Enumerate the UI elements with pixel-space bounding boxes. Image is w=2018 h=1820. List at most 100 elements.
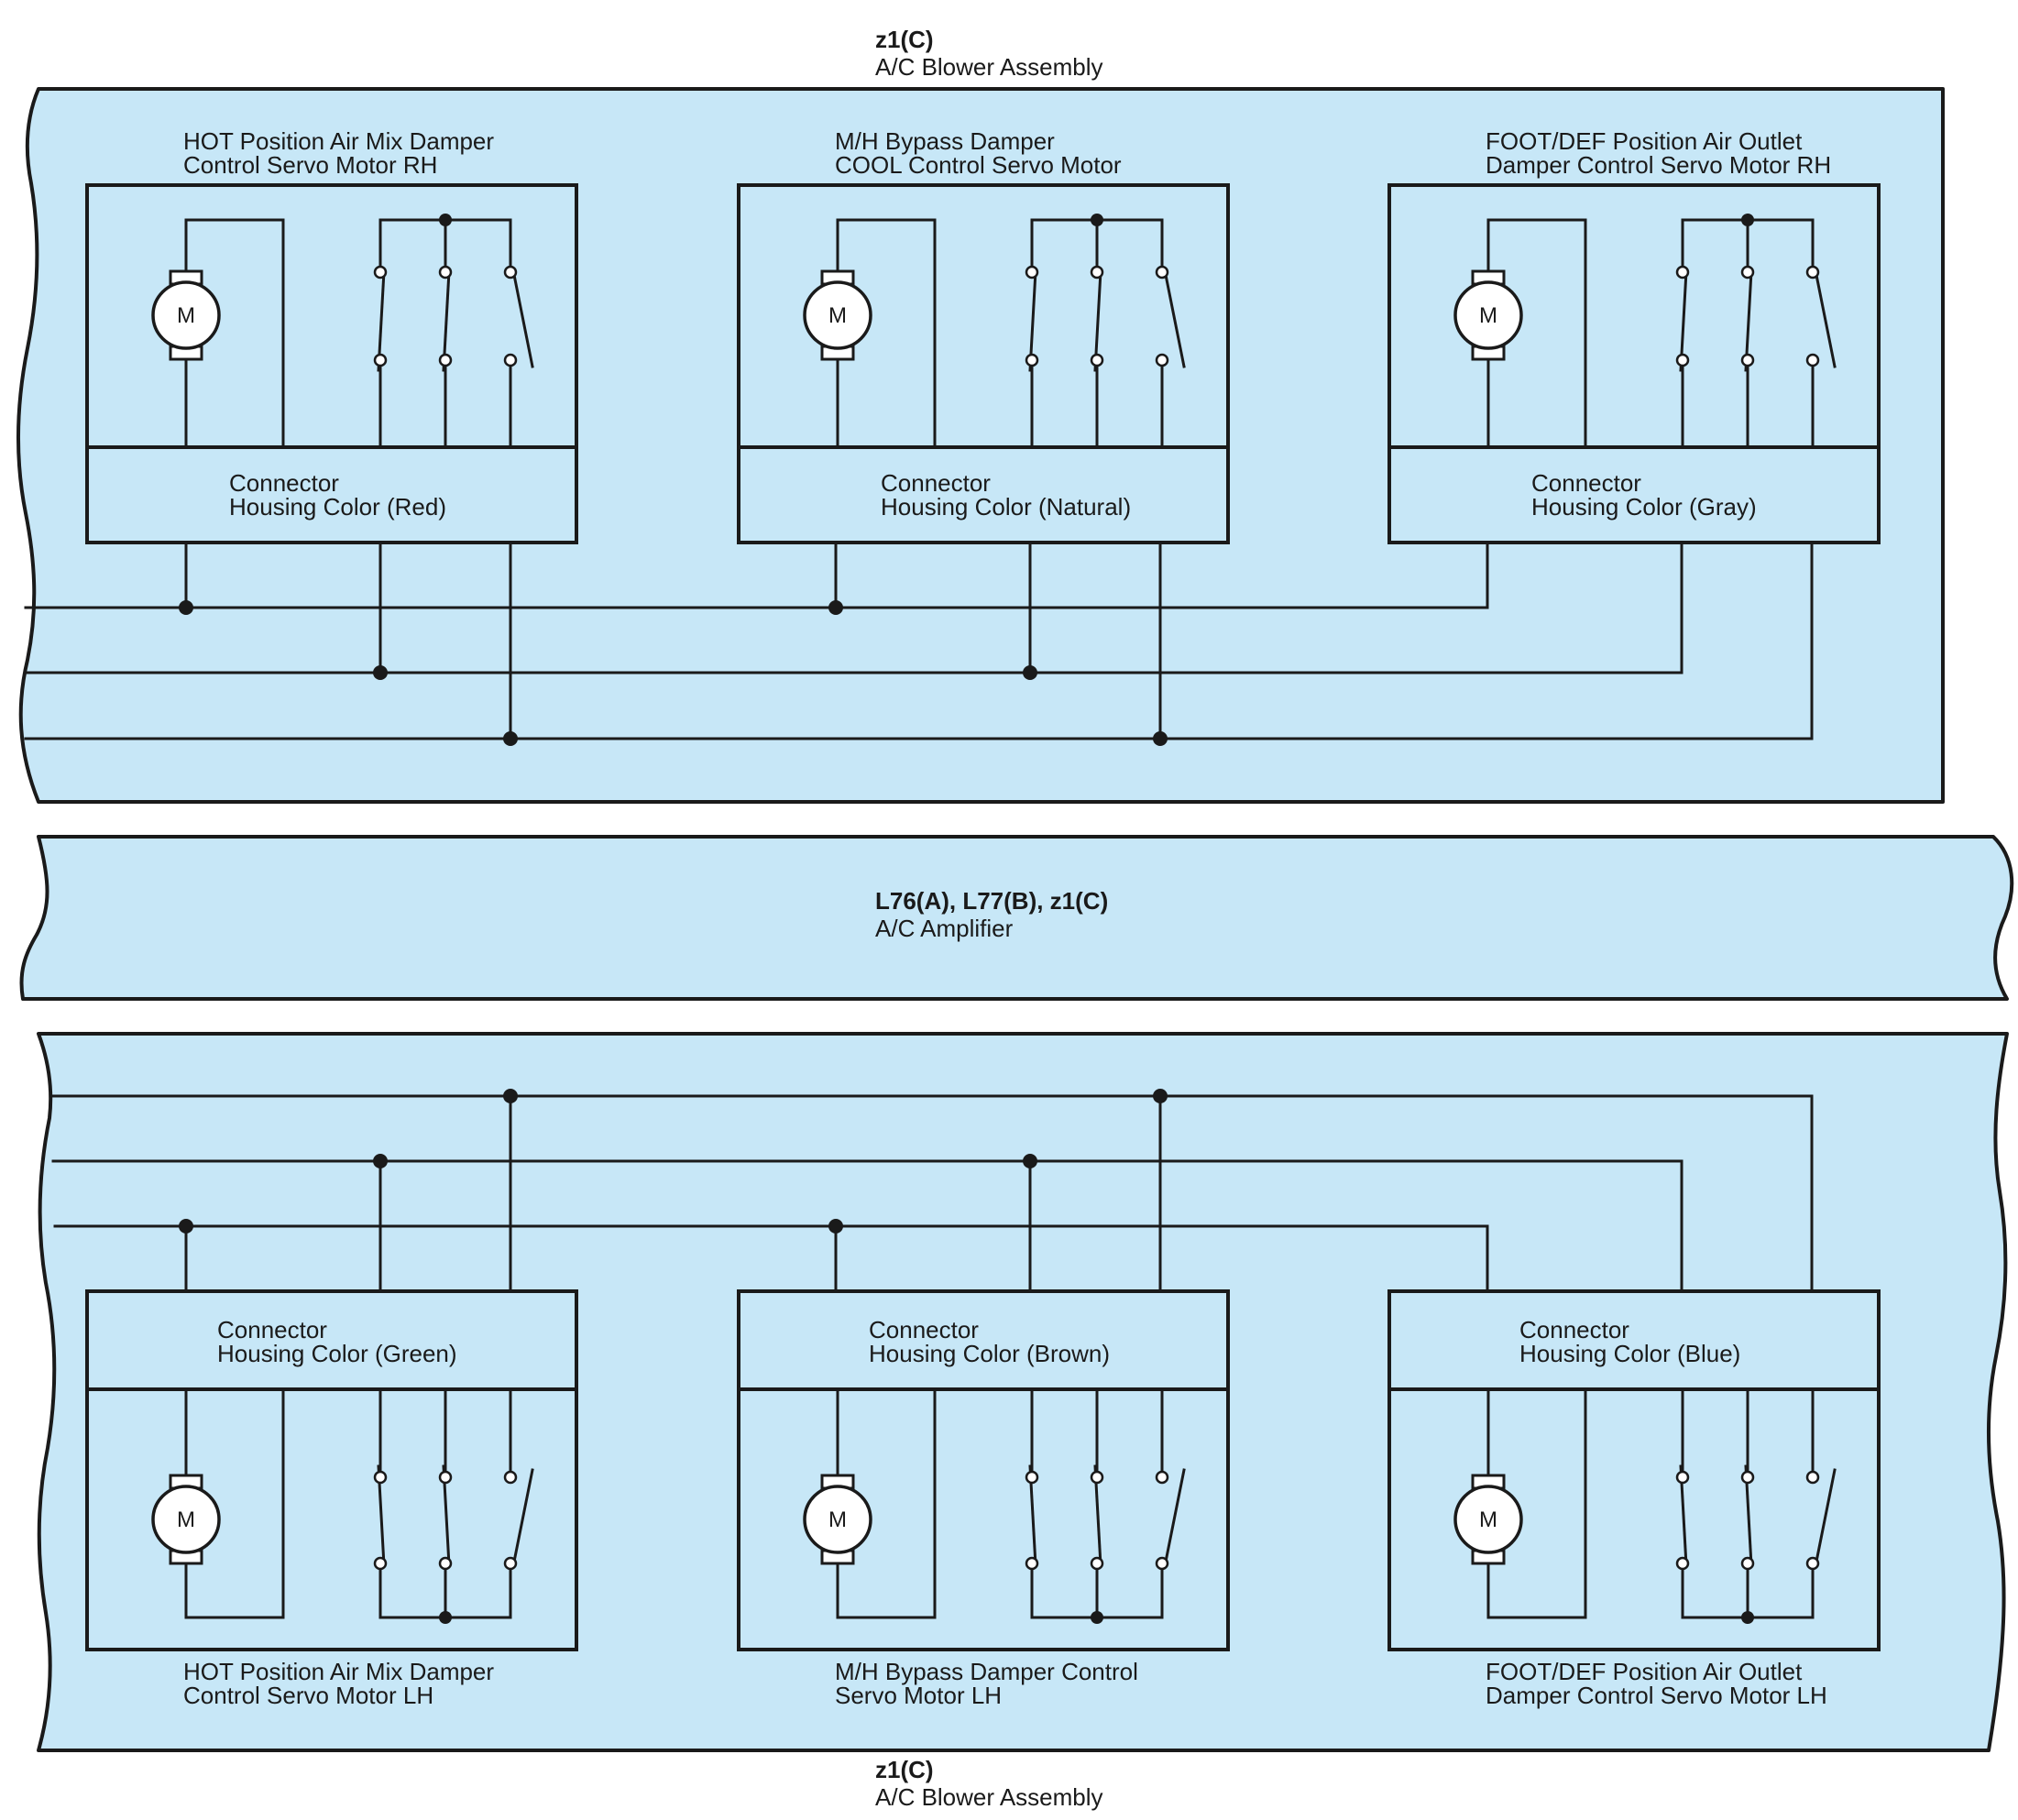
bottom-bus (49, 1089, 1814, 1293)
switch-terminal (1805, 353, 1820, 367)
switch-blade (1815, 273, 1837, 368)
connector-label-line2: Housing Color (Natural) (881, 493, 1131, 521)
switch-blade (1815, 1468, 1837, 1563)
motor-title-line2: Damper Control Servo Motor LH (1486, 1682, 1827, 1709)
switch-terminal (438, 1470, 453, 1485)
switch-terminal (373, 1556, 388, 1571)
servo-box (85, 1289, 578, 1651)
motor-title-line2: Control Servo Motor RH (183, 151, 437, 179)
motor-letter: M (177, 1508, 195, 1532)
servo-box (1387, 1289, 1881, 1651)
switch-blade (512, 273, 534, 368)
switch-terminal (438, 265, 453, 280)
top-assembly-code: z1(C) (875, 26, 934, 53)
motor-title-line1: M/H Bypass Damper Control (835, 1658, 1138, 1685)
switch-terminal (438, 1556, 453, 1571)
amplifier-code: L76(A), L77(B), z1(C) (875, 887, 1108, 915)
switch-terminal (1675, 1556, 1690, 1571)
junction-dot (1091, 1611, 1103, 1624)
switch-terminal (438, 353, 453, 367)
switch-terminal (1675, 353, 1690, 367)
junction-dot (1153, 731, 1168, 746)
switch-terminal (1155, 1470, 1169, 1485)
switch-terminal (1025, 265, 1039, 280)
junction-dot (373, 665, 388, 680)
switch-terminal (1740, 353, 1755, 367)
switch-terminal (373, 1470, 388, 1485)
connector-label-line1: Connector (1519, 1316, 1629, 1343)
top-bus-wire-3 (24, 541, 1814, 740)
connector-label-line2: Housing Color (Brown) (869, 1340, 1110, 1367)
motor-icon: M (151, 269, 221, 361)
switch-blade (512, 1468, 534, 1563)
amplifier-band (19, 835, 2014, 1001)
motor-icon: M (803, 1474, 872, 1565)
junction-dot (503, 731, 518, 746)
switch-terminal (1740, 265, 1755, 280)
amplifier-label: L76(A), L77(B), z1(C) A/C Amplifier (875, 887, 1108, 942)
switch-terminal (503, 353, 518, 367)
connector-label-line2: Housing Color (Green) (217, 1340, 457, 1367)
motor-letter: M (1479, 1508, 1497, 1532)
junction-dot (503, 1089, 518, 1103)
junction-dot (1023, 665, 1037, 680)
junction-dot (373, 1154, 388, 1168)
motor-title-line1: M/H Bypass Damper (835, 127, 1055, 155)
bottom-assembly-name: A/C Blower Assembly (875, 1783, 1103, 1811)
top-bus-wire-2 (24, 541, 1683, 674)
switch-blade (1164, 1468, 1186, 1563)
junction-dot (828, 600, 843, 615)
junction-dot (179, 600, 193, 615)
junction-dot (828, 1219, 843, 1233)
connector-label-line1: Connector (217, 1316, 327, 1343)
junction-dot (439, 214, 452, 226)
motor-icon: M (803, 269, 872, 361)
motor-letter: M (1479, 303, 1497, 328)
bottom-assembly-band (37, 1032, 2009, 1752)
motor-icon: M (151, 1474, 221, 1565)
switch-terminal (1025, 353, 1039, 367)
motor-title-line2: Servo Motor LH (835, 1682, 1002, 1709)
switch-terminal (1740, 1470, 1755, 1485)
switch-terminal (1090, 1470, 1104, 1485)
servo-box (85, 183, 578, 544)
motor-letter: M (828, 1508, 847, 1532)
switch-terminal (503, 1470, 518, 1485)
switch-terminal (1805, 265, 1820, 280)
junction-dot (1741, 214, 1754, 226)
servo-box (737, 183, 1230, 544)
connector-label-line1: Connector (1531, 469, 1641, 497)
switch-terminal (1805, 1470, 1820, 1485)
junction-dot (179, 1219, 193, 1233)
switch-terminal (1090, 353, 1104, 367)
switch-terminal (1155, 1556, 1169, 1571)
connector-label-line1: Connector (881, 469, 991, 497)
switch-terminal (373, 353, 388, 367)
top-bus-wire-1 (24, 541, 1489, 609)
top-bus (24, 541, 1814, 746)
junction-dot (1153, 1089, 1168, 1103)
motor-title-line1: FOOT/DEF Position Air Outlet (1486, 127, 1803, 155)
switch-terminal (1675, 265, 1690, 280)
junction-dot (439, 1611, 452, 1624)
motor-title-line1: FOOT/DEF Position Air Outlet (1486, 1658, 1803, 1685)
connector-label-line2: Housing Color (Red) (229, 493, 446, 521)
junction-dot (1741, 1611, 1754, 1624)
top-assembly-name: A/C Blower Assembly (875, 53, 1103, 81)
switch-terminal (1740, 1556, 1755, 1571)
switch-terminal (1025, 1470, 1039, 1485)
top-assembly-label: z1(C) A/C Blower Assembly (875, 26, 1103, 81)
switch-terminal (373, 265, 388, 280)
bottom-bus-wire-2 (51, 1159, 1683, 1293)
connector-label-line1: Connector (869, 1316, 979, 1343)
connector-label-line2: Housing Color (Gray) (1531, 493, 1757, 521)
servo-box (1387, 183, 1881, 544)
switch-terminal (503, 265, 518, 280)
bottom-bus-wire-1 (49, 1094, 1814, 1293)
